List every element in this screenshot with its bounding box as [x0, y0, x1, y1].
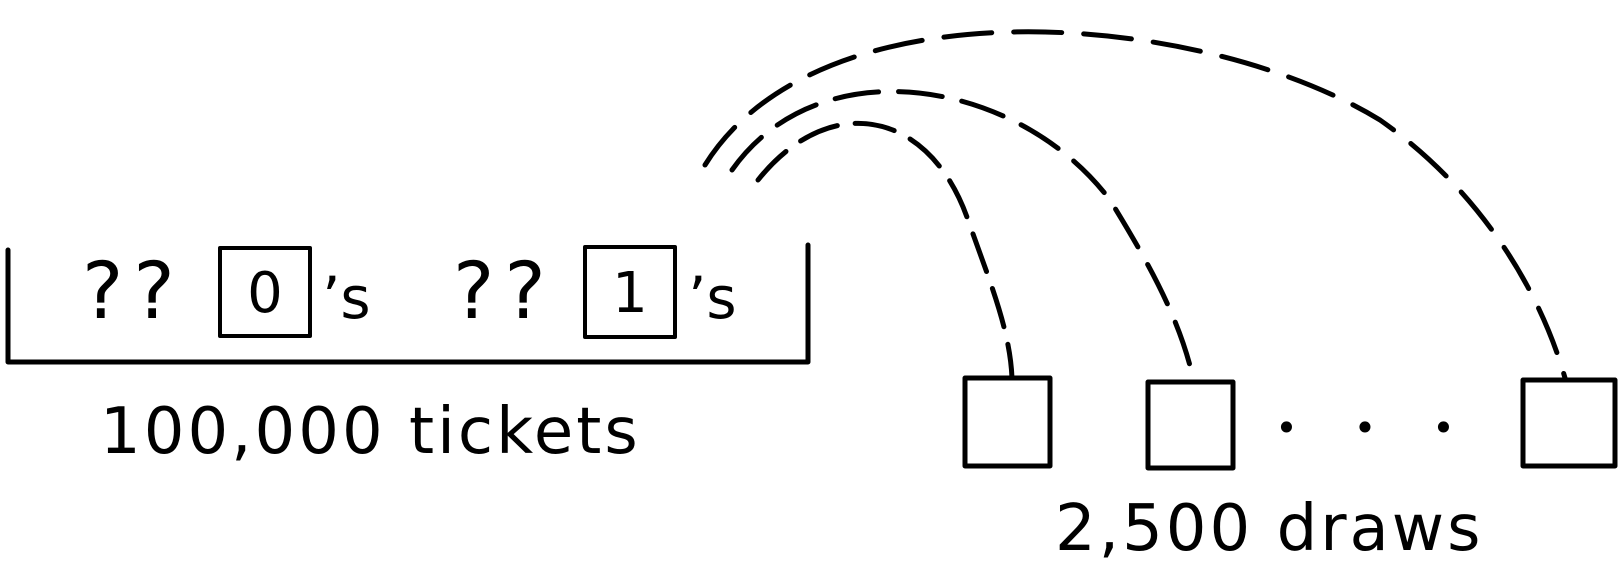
ticket-box: ?? 0 ’s ?? 1 ’s 100,000 tickets — [5, 242, 811, 469]
draw-slots: • • • 2,500 draws — [962, 375, 1618, 566]
draw-arc-3 — [702, 29, 1568, 381]
draw-slot-2 — [1145, 379, 1236, 471]
ones-suffix: ’s — [688, 264, 737, 332]
one-ticket-value: 1 — [612, 261, 648, 326]
box-outline — [5, 242, 811, 365]
zero-ticket-box — [218, 246, 312, 338]
draw-slot-last — [1520, 377, 1618, 469]
unknown-zeros-count: ?? — [82, 247, 185, 337]
draw-arcs — [702, 29, 1568, 381]
ticket-count-label: 100,000 tickets — [100, 395, 641, 469]
draw-slot-1 — [962, 375, 1053, 469]
draw-arc-2 — [729, 89, 1196, 381]
zeros-suffix: ’s — [322, 264, 371, 332]
zero-ticket-value: 0 — [247, 261, 283, 326]
draw-count-label: 2,500 draws — [1055, 492, 1483, 566]
draws-ellipsis: • • • — [1275, 406, 1476, 450]
unknown-ones-count: ?? — [453, 247, 556, 337]
one-ticket-box — [583, 245, 677, 339]
draw-arc-1 — [755, 120, 1015, 381]
